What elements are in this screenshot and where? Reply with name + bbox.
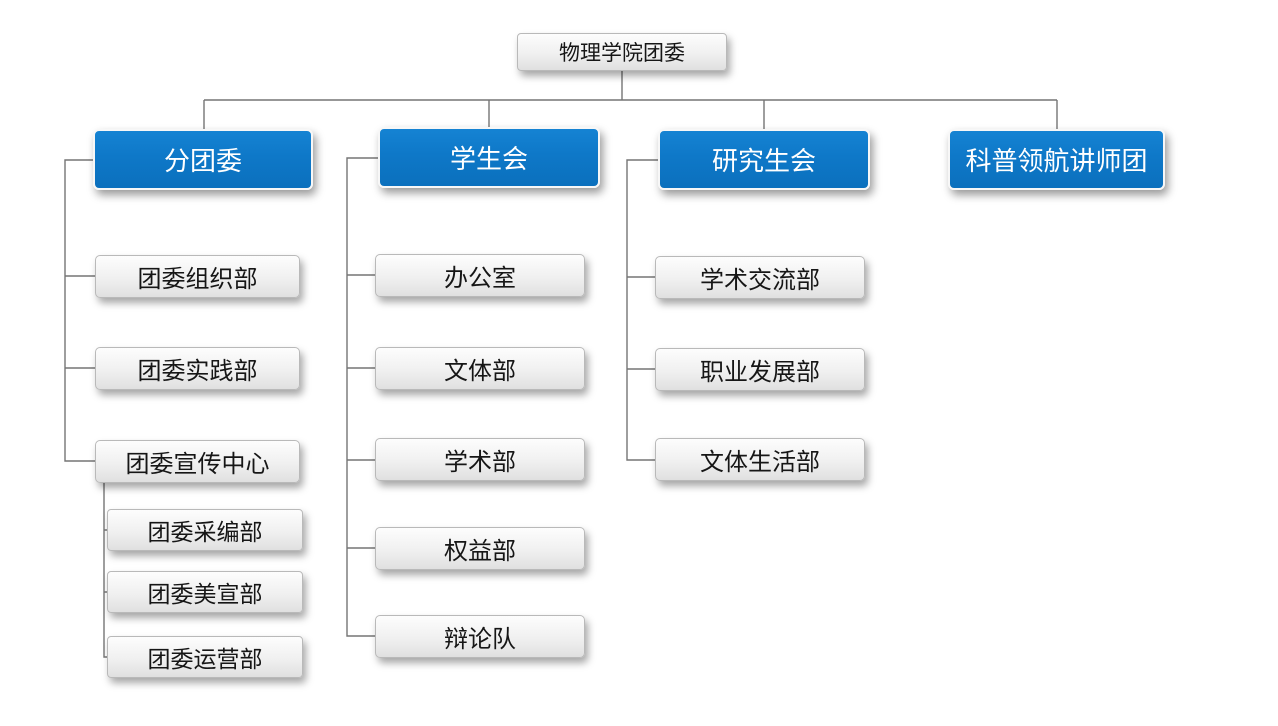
connector-branch-committee <box>64 159 95 462</box>
node-debate-team: 辩论队 <box>375 615 585 658</box>
node-operations-dept: 团委运营部 <box>107 636 303 678</box>
node-culture-sports-life-dept: 文体生活部 <box>655 438 865 481</box>
node-culture-sports-dept: 文体部 <box>375 347 585 390</box>
node-publicity-center: 团委宣传中心 <box>95 440 300 483</box>
node-student-union: 学生会 <box>378 127 600 188</box>
node-rights-dept: 权益部 <box>375 527 585 570</box>
node-academic-exchange-dept: 学术交流部 <box>655 256 865 299</box>
node-science-outreach-lecturer-group: 科普领航讲师团 <box>948 129 1165 190</box>
node-league-committee: 物理学院团委 <box>517 33 727 71</box>
node-practice-dept: 团委实践部 <box>95 347 300 390</box>
node-graduate-student-union: 研究生会 <box>658 129 870 190</box>
node-career-development-dept: 职业发展部 <box>655 348 865 391</box>
node-office: 办公室 <box>375 254 585 297</box>
node-art-publicity-dept: 团委美宣部 <box>107 571 303 613</box>
node-academic-dept: 学术部 <box>375 438 585 481</box>
node-sub-league-committee: 分团委 <box>93 129 313 190</box>
connector-student-union <box>346 157 378 637</box>
connector-root-bus <box>203 70 1058 129</box>
connector-graduate-union <box>626 159 658 461</box>
node-editorial-dept: 团委采编部 <box>107 509 303 551</box>
node-organization-dept: 团委组织部 <box>95 255 300 298</box>
